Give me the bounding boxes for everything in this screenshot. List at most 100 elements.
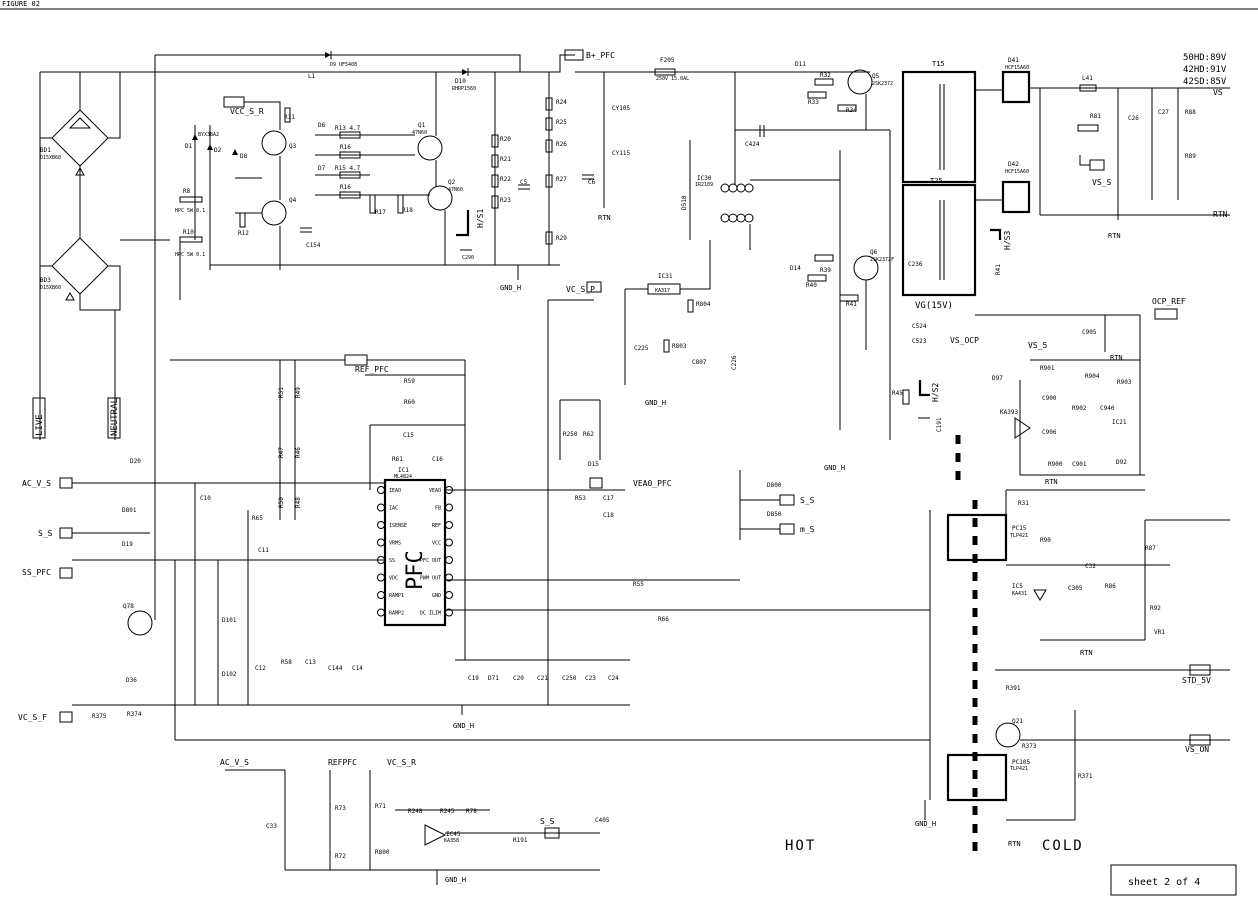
vg15-label: VG(15V) <box>915 301 953 311</box>
cold-side-label: COLD <box>1042 838 1084 854</box>
svg-text:R375: R375 <box>92 713 107 720</box>
ocp-ref-connector <box>1154 308 1178 320</box>
pfc-pin-label: IEAO <box>389 488 401 494</box>
svg-text:R374: R374 <box>127 711 142 718</box>
svg-text:R59: R59 <box>404 378 415 385</box>
std-5v-connector <box>1189 664 1211 676</box>
svg-text:C5: C5 <box>520 179 528 186</box>
svg-text:C424: C424 <box>745 141 760 148</box>
svg-text:R47: R47 <box>278 447 285 458</box>
svg-text:C191: C191 <box>936 417 943 432</box>
svg-text:D71: D71 <box>488 675 499 682</box>
svg-text:D800: D800 <box>767 482 782 489</box>
svg-text:m_S: m_S <box>800 525 815 534</box>
svg-text:Q5: Q5 <box>872 73 880 80</box>
svg-text:C524: C524 <box>912 323 927 330</box>
svg-text:C18: C18 <box>603 512 614 519</box>
fuse-f205 <box>654 68 676 76</box>
svg-text:C33: C33 <box>266 823 277 830</box>
svg-text:IC31: IC31 <box>658 273 673 280</box>
pfc-pin-label: VRMS <box>389 541 401 547</box>
svg-text:F205: F205 <box>660 57 675 64</box>
pfc-pin-label: RAMP2 <box>389 611 404 617</box>
svg-text:R71: R71 <box>375 803 386 810</box>
svg-text:R48: R48 <box>295 497 302 508</box>
svg-text:R86: R86 <box>1105 583 1116 590</box>
ref-pfc-connector <box>344 354 368 366</box>
divider-resistors: R51 R49 R47 R46 R50 R48 <box>278 387 302 508</box>
svg-text:C154: C154 <box>306 242 321 249</box>
svg-text:C23: C23 <box>585 675 596 682</box>
svg-text:D42: D42 <box>1008 161 1019 168</box>
svg-text:D11: D11 <box>795 61 806 68</box>
svg-text:C24: C24 <box>608 675 619 682</box>
svg-text:R20: R20 <box>500 136 511 143</box>
svg-text:R88: R88 <box>1185 109 1196 116</box>
svg-text:R87: R87 <box>1145 545 1156 552</box>
svg-text:R53: R53 <box>575 495 586 502</box>
svg-text:D15XB60: D15XB60 <box>40 155 61 161</box>
svg-text:C906: C906 <box>1042 429 1057 436</box>
s-s-connector <box>59 527 73 539</box>
pfc-pin-label: IAC <box>389 506 398 512</box>
s-s-out-connector <box>779 494 795 506</box>
svg-text:250V 15.0AL: 250V 15.0AL <box>656 76 689 82</box>
svg-text:R46: R46 <box>295 447 302 458</box>
svg-text:C20: C20 <box>513 675 524 682</box>
svg-text:H/S1: H/S1 <box>476 209 485 228</box>
svg-text:R66: R66 <box>658 616 669 623</box>
transformer-t15 <box>901 70 977 184</box>
vc-s-p-label: VC_S_P <box>566 285 595 294</box>
vs-s-label: VS_S <box>1092 178 1111 187</box>
svg-text:D510: D510 <box>681 195 688 210</box>
diode-d10: D10 RHRP1560 <box>452 68 476 92</box>
svg-text:R245: R245 <box>440 808 455 815</box>
refpfc-label: REFPFC <box>328 758 357 767</box>
pfc-pin-label: SS <box>389 558 395 564</box>
vs-ocp-label: VS_OCP <box>950 336 979 345</box>
transistor-q4 <box>261 200 287 226</box>
svg-text:GND_H: GND_H <box>645 399 666 407</box>
svg-text:D102: D102 <box>222 671 237 678</box>
vs-on-label: VS_ON <box>1185 745 1209 754</box>
svg-text:C11: C11 <box>258 547 269 554</box>
sheet-number: sheet 2 of 4 <box>1128 877 1200 888</box>
mosfet-q2: Q2 47N60 <box>427 179 463 211</box>
svg-text:D7: D7 <box>318 165 326 172</box>
svg-text:RHRP1560: RHRP1560 <box>452 86 476 92</box>
svg-text:R61: R61 <box>392 456 403 463</box>
svg-text:GND_H: GND_H <box>915 820 936 828</box>
vcc-s-r-label: VCC_S_R <box>230 107 264 116</box>
svg-text:C32: C32 <box>1085 563 1096 570</box>
svg-text:R78: R78 <box>466 808 477 815</box>
svg-text:D41: D41 <box>1008 57 1019 64</box>
ic-ir2109: IC30 IR2109 <box>695 175 754 223</box>
optocoupler-pc15 <box>946 513 1008 562</box>
svg-text:R800: R800 <box>375 849 390 856</box>
ac-v-s-label: AC_V_S <box>22 479 51 488</box>
live-terminal <box>32 397 46 439</box>
svg-text:R903: R903 <box>1117 379 1132 386</box>
svg-text:Q21: Q21 <box>1012 718 1023 725</box>
ic-ml4824-pfc <box>383 478 447 627</box>
svg-text:D101: D101 <box>222 617 237 624</box>
svg-text:R49: R49 <box>295 387 302 398</box>
svg-text:47N60: 47N60 <box>412 130 427 136</box>
svg-text:S_S: S_S <box>800 496 815 505</box>
svg-text:KA393: KA393 <box>1000 409 1018 416</box>
svg-text:TLP421: TLP421 <box>1010 766 1028 772</box>
sheet-number-box <box>1110 864 1237 896</box>
ac-v-s-bottom-label: AC_V_S <box>220 758 249 767</box>
vc-s-p-connector <box>586 281 602 293</box>
svg-text:D14: D14 <box>790 265 801 272</box>
svg-text:R371: R371 <box>1078 773 1093 780</box>
svg-text:C19: C19 <box>468 675 479 682</box>
pfc-pin-label: DC ILIM <box>420 611 441 617</box>
svg-text:R22: R22 <box>500 176 511 183</box>
mosfet-q5: Q5 2SK2372 <box>847 69 893 95</box>
svg-text:C290: C290 <box>462 255 474 261</box>
svg-text:RTN: RTN <box>1080 649 1093 657</box>
svg-text:R250: R250 <box>563 431 578 438</box>
svg-text:R58: R58 <box>281 659 292 666</box>
svg-text:R39: R39 <box>820 267 831 274</box>
